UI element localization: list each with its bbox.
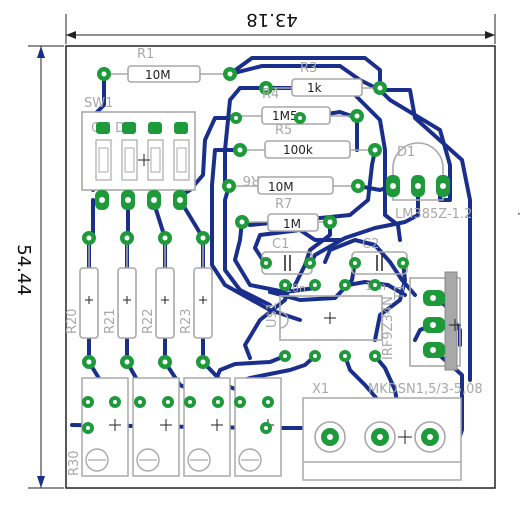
- c2-ref: C2: [362, 237, 379, 252]
- terminal-block-x1: X1 MKDSN1,5/3-5,08: [302, 382, 483, 481]
- trimmer-4: [234, 377, 282, 477]
- r22-ref: R22: [141, 308, 156, 334]
- dip-switch-sw1: SW1 ON DIP: [81, 96, 196, 210]
- resistor-r20: R20: [65, 231, 99, 369]
- r1-value: 10M: [145, 68, 171, 82]
- resistor-r21: R21: [103, 231, 137, 369]
- width-dimension-label: 43.18: [246, 9, 298, 30]
- r7-ref: R7: [275, 197, 292, 212]
- r5-value: 100k: [283, 143, 313, 157]
- t1-value: IRF9Z34N: [381, 296, 396, 360]
- resistor-r1: R1 10M: [97, 47, 237, 83]
- r1-ref: R1: [137, 47, 154, 62]
- board-outline: [65, 45, 496, 489]
- trimmer-r30: R30: [67, 377, 129, 477]
- u1-ref: U$1: [265, 302, 280, 328]
- board-edge-mark: ·: [517, 207, 521, 221]
- r23-ref: R23: [179, 308, 194, 334]
- sw1-ref: SW1: [84, 96, 113, 111]
- resistor-r3: R3 1k: [259, 61, 387, 97]
- vias: [230, 112, 306, 124]
- r7-value: 1M: [283, 217, 301, 231]
- x1-value: MKDSN1,5/3-5,08: [368, 382, 483, 397]
- resistor-r6: R6 10M: [222, 172, 365, 195]
- trimmer-3: [183, 377, 231, 477]
- r6-ref: R6: [243, 172, 260, 187]
- height-dimension: 54.44: [13, 45, 64, 489]
- transistor-t1: T1 IRF9Z34N: [381, 271, 461, 371]
- d1-ref: D1: [397, 145, 415, 160]
- diode-d1: D1 LM385Z-1.2: [386, 142, 472, 222]
- r21-ref: R21: [103, 308, 118, 334]
- t1-ref: T1: [393, 284, 408, 301]
- r4-value: 1M5: [272, 109, 298, 123]
- resistor-r5: R5 100k: [233, 123, 382, 159]
- x1-ref: X1: [312, 382, 329, 397]
- ic-u1: U$1: [265, 279, 383, 362]
- height-dimension-label: 54.44: [13, 244, 34, 296]
- capacitor-c1: C1 10n: [260, 237, 316, 295]
- r4-ref: R4: [262, 87, 279, 102]
- r30-ref: R30: [67, 450, 82, 476]
- r5-ref: R5: [275, 123, 292, 138]
- resistor-r23: R23: [179, 231, 213, 369]
- resistor-r22: R22: [141, 231, 175, 369]
- trimmer-2: [132, 377, 180, 477]
- r6-value: 10M: [268, 180, 294, 194]
- d1-value: LM385Z-1.2: [395, 207, 472, 222]
- resistor-r7: R7 1M: [235, 197, 337, 232]
- r3-ref: R3: [300, 61, 317, 76]
- width-dimension: 43.18: [65, 9, 496, 44]
- r3-value: 1k: [307, 81, 322, 95]
- r20-ref: R20: [65, 308, 80, 334]
- c1-ref: C1: [272, 237, 289, 252]
